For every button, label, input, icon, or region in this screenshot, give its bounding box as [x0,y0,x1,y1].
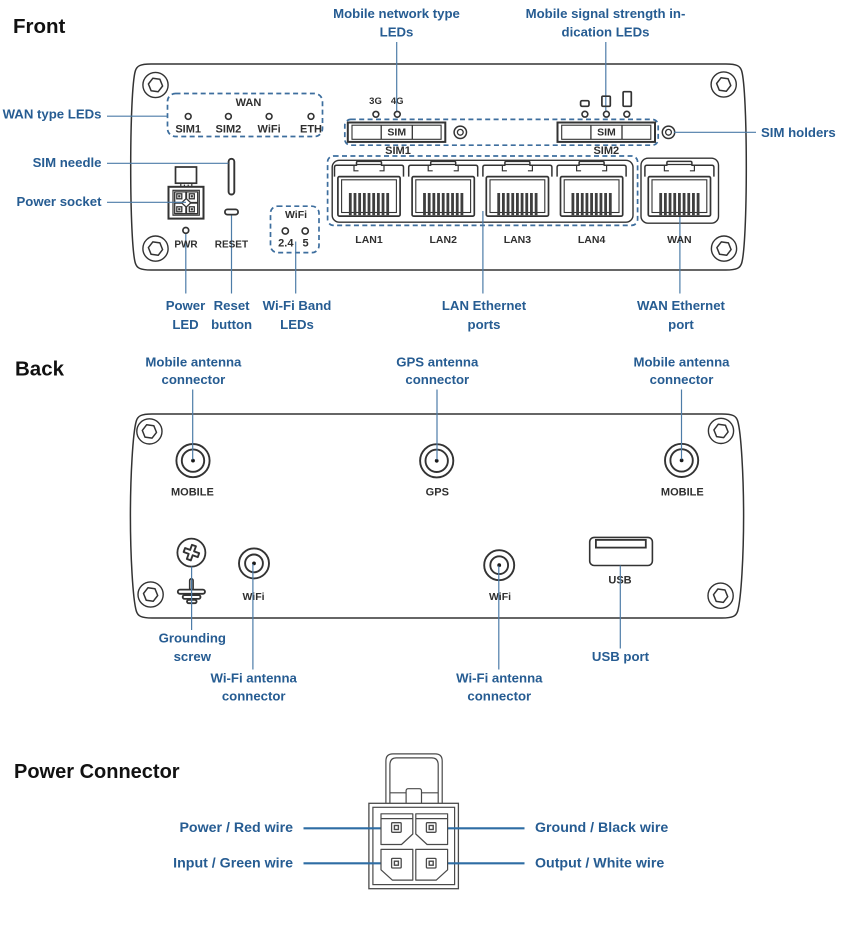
svg-text:Mobile signal strength in-: Mobile signal strength in- [526,6,686,21]
svg-text:dication LEDs: dication LEDs [562,25,650,40]
svg-text:LAN Ethernet: LAN Ethernet [442,298,527,313]
svg-text:Power Connector: Power Connector [14,761,180,783]
svg-text:WiFi: WiFi [258,124,281,136]
svg-text:GPS antenna: GPS antenna [396,355,479,370]
svg-text:LEDs: LEDs [380,25,414,40]
svg-text:Output / White wire: Output / White wire [535,855,664,871]
svg-text:MOBILE: MOBILE [661,487,704,499]
svg-text:Reset: Reset [214,298,251,313]
svg-text:Input / Green wire: Input / Green wire [173,855,293,871]
svg-text:SIM2: SIM2 [593,145,619,157]
svg-text:WiFi: WiFi [285,209,307,221]
svg-text:Ground / Black wire: Ground / Black wire [535,820,668,836]
svg-text:3G: 3G [369,96,382,107]
svg-text:SIM2: SIM2 [216,124,242,136]
svg-text:Wi-Fi antenna: Wi-Fi antenna [211,671,298,686]
svg-text:2.4: 2.4 [278,238,294,250]
svg-text:Grounding: Grounding [159,631,226,646]
svg-text:5: 5 [303,238,309,250]
svg-text:LAN4: LAN4 [578,234,606,246]
svg-text:SIM needle: SIM needle [33,155,102,170]
svg-text:connector: connector [222,688,286,703]
svg-text:screw: screw [174,649,212,664]
svg-text:connector: connector [162,372,226,387]
svg-text:RESET: RESET [215,239,248,250]
svg-text:connector: connector [650,372,714,387]
svg-text:SIM: SIM [387,127,406,139]
svg-text:WiFi: WiFi [242,591,264,603]
svg-text:Front: Front [13,15,66,38]
svg-text:SIM: SIM [597,127,616,139]
svg-text:WiFi: WiFi [489,591,511,603]
svg-text:LEDs: LEDs [280,317,314,332]
svg-text:connector: connector [405,372,469,387]
svg-text:Mobile antenna: Mobile antenna [145,355,242,370]
svg-text:button: button [211,317,252,332]
svg-text:USB port: USB port [592,649,650,664]
svg-text:PWR: PWR [174,239,198,250]
svg-text:LAN1: LAN1 [355,234,383,246]
svg-text:SIM1: SIM1 [175,124,201,136]
svg-text:ETH: ETH [300,124,322,136]
svg-text:Wi-Fi antenna: Wi-Fi antenna [456,671,543,686]
svg-text:MOBILE: MOBILE [171,487,214,499]
svg-text:Power: Power [166,298,206,313]
svg-text:WAN type LEDs: WAN type LEDs [3,107,102,122]
svg-text:ports: ports [468,317,501,332]
svg-text:LED: LED [172,317,198,332]
svg-text:WAN: WAN [667,234,692,246]
svg-text:LAN3: LAN3 [504,234,532,246]
svg-text:WAN Ethernet: WAN Ethernet [637,298,726,313]
svg-text:GPS: GPS [426,487,449,499]
svg-text:Power / Red wire: Power / Red wire [179,820,293,836]
svg-text:Mobile network type: Mobile network type [333,6,460,21]
svg-text:Wi-Fi Band: Wi-Fi Band [263,298,332,313]
svg-text:connector: connector [467,688,531,703]
svg-text:LAN2: LAN2 [429,234,457,246]
svg-text:WAN: WAN [236,97,262,109]
svg-text:Back: Back [15,358,65,381]
svg-text:Power socket: Power socket [16,194,102,209]
svg-text:SIM1: SIM1 [385,145,411,157]
svg-text:port: port [668,317,694,332]
svg-text:SIM holders: SIM holders [761,125,836,140]
svg-text:Mobile antenna: Mobile antenna [634,355,731,370]
